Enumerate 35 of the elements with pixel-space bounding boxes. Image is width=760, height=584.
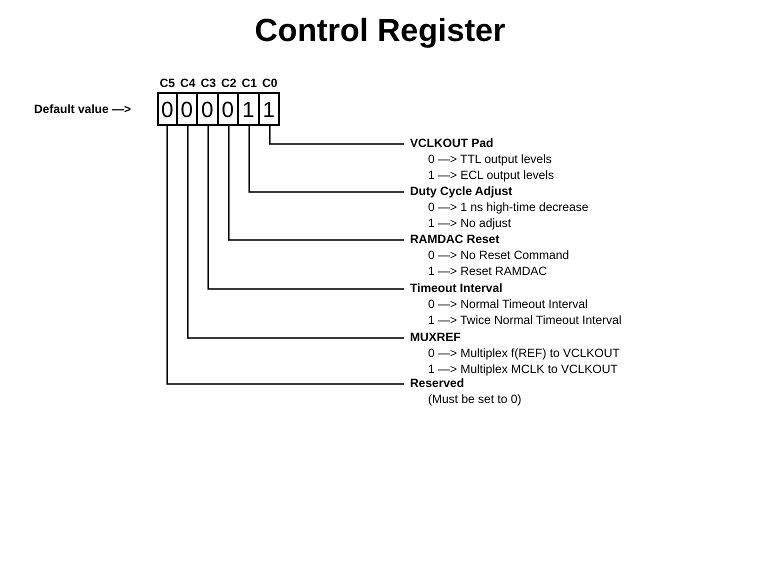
bit-label: C0 <box>261 75 278 92</box>
field-name: Reserved <box>410 376 466 391</box>
field-name: RAMDAC Reset <box>410 231 500 247</box>
value-description: 1 —> No adjust <box>427 215 512 231</box>
bit-label: C1 <box>240 75 258 92</box>
value-description: 0 —> Multiplex f(REF) to VCLKOUT <box>427 345 621 361</box>
default-value-label: Default value —> <box>34 101 132 118</box>
bit-label: C5 <box>158 75 176 92</box>
value-description: 0 —> 1 ns high-time decrease <box>427 199 590 215</box>
field-name: MUXREF <box>410 329 462 345</box>
value-description: 0 —> No Reset Command <box>427 247 570 263</box>
value-description: 0 —> TTL output levels <box>427 151 553 167</box>
bit-label: C4 <box>179 75 196 92</box>
leader-line <box>186 126 404 339</box>
register-bit-cell: 0 <box>157 92 178 126</box>
value-description: 0 —> Normal Timeout Interval <box>427 296 589 312</box>
leader-line <box>248 126 404 193</box>
field-name: VCLKOUT Pad <box>410 135 494 151</box>
title: Control Register <box>254 11 506 50</box>
leader-line <box>166 126 404 385</box>
bit-label: C2 <box>220 75 238 92</box>
field-name: Timeout Interval <box>410 280 504 296</box>
leader-line <box>268 126 404 145</box>
leader-line <box>228 126 404 241</box>
value-description: 1 —> Reset RAMDAC <box>427 263 548 279</box>
value-description: 1 —> ECL output levels <box>427 167 555 183</box>
bit-label: C3 <box>200 75 217 92</box>
value-description: (Must be set to 0) <box>427 391 522 407</box>
value-description: 1 —> Twice Normal Timeout Interval <box>427 312 623 328</box>
register-bit-cell: 1 <box>258 92 280 126</box>
register-bit-cell: 1 <box>237 92 260 126</box>
value-description: 1 —> Multiplex MCLK to VCLKOUT <box>427 361 619 377</box>
leader-line <box>207 126 404 290</box>
register-bit-cell: 0 <box>196 92 218 126</box>
field-name: Duty Cycle Adjust <box>410 183 514 199</box>
